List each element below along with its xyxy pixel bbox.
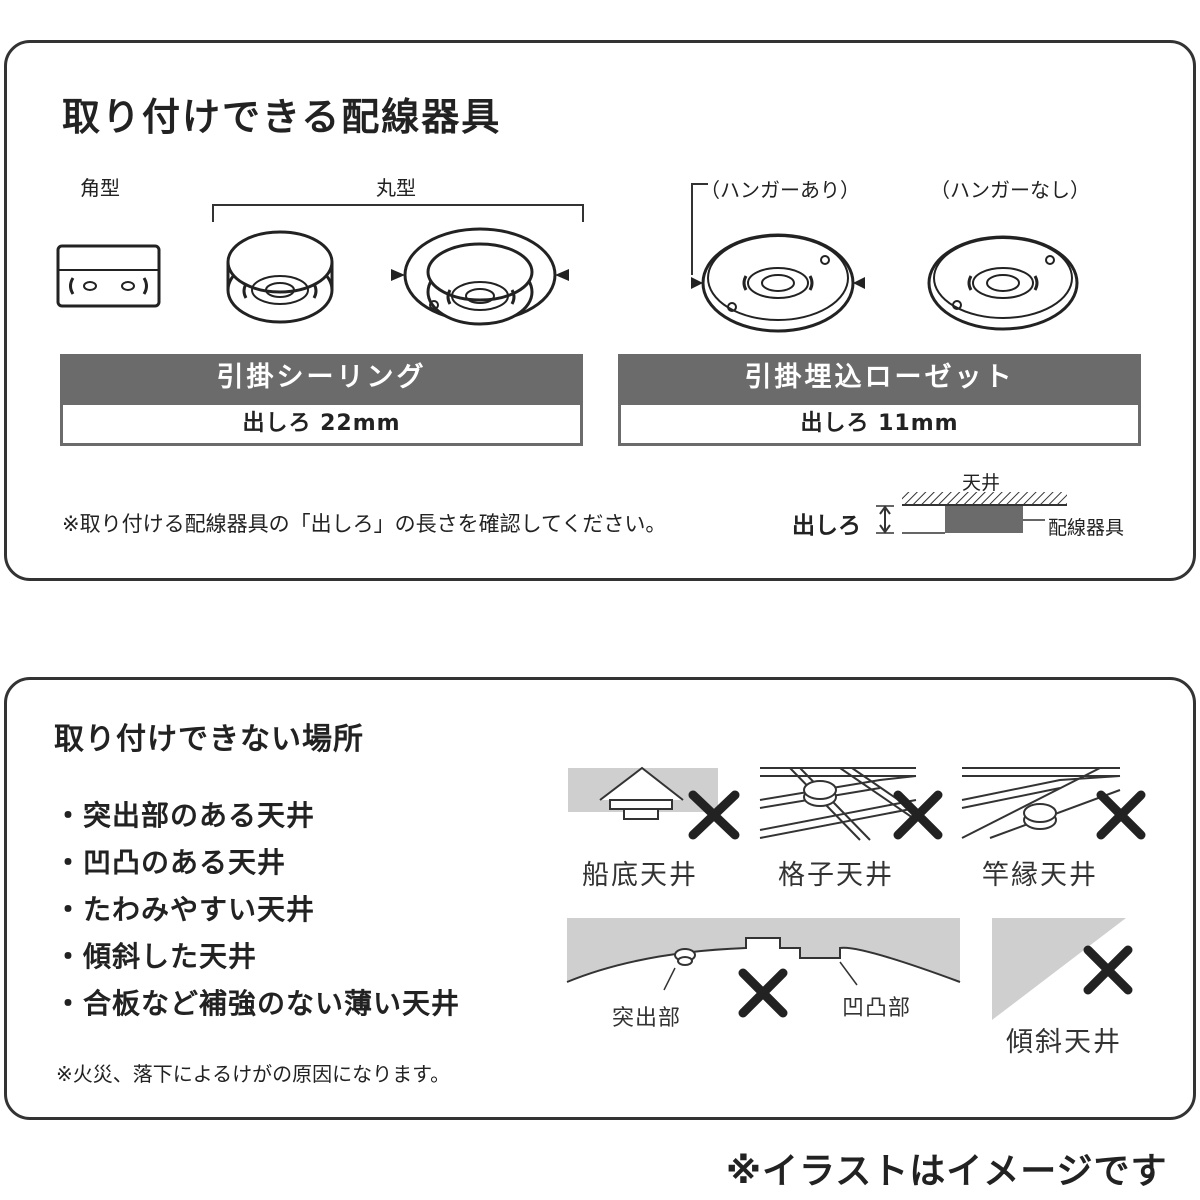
compatible-devices-title: 取り付けできる配線器具 — [62, 95, 502, 139]
protrusion-caption: 突出部 — [612, 1006, 682, 1031]
rosette-with-hanger-icon — [691, 233, 865, 333]
cross-icon — [1096, 790, 1146, 840]
hazard-note: ※火災、落下によるけがの原因になります。 — [56, 1062, 451, 1086]
hook-ceiling-title: 引掛シーリング — [60, 354, 583, 402]
check-depth-note: ※取り付ける配線器具の「出しろ」の長さを確認してください。 — [62, 512, 667, 536]
unsuitable-locations-title: 取り付けできない場所 — [54, 722, 364, 757]
uneven-ceiling-icon — [566, 918, 961, 991]
illustration-disclaimer: ※イラストはイメージです — [726, 1151, 1168, 1192]
embedded-rosette-title: 引掛埋込ローゼット — [618, 354, 1141, 402]
unsuitable-locations-panel — [4, 677, 1196, 1120]
device-diagram-label: 配線器具 — [1048, 517, 1125, 539]
device-illustrations — [56, 183, 1079, 333]
lattice-ceiling-caption: 格子天井 — [778, 860, 894, 891]
small-round-ceiling-device-icon — [226, 230, 334, 324]
without-hanger-label: （ハンガーなし） — [930, 178, 1090, 202]
large-round-ceiling-device-icon — [391, 227, 569, 326]
sloped-ceiling-icon — [992, 918, 1126, 1020]
boat-bottom-ceiling-caption: 船底天井 — [582, 860, 698, 891]
with-hanger-label: （ハンガーあり） — [700, 178, 860, 202]
rod-edge-ceiling-icon — [961, 767, 1121, 839]
list-item: ・凹凸のある天井 — [54, 846, 287, 879]
uneven-caption: 凹凸部 — [842, 996, 912, 1021]
boat-bottom-ceiling-icon — [568, 766, 718, 820]
cross-icon — [1083, 945, 1133, 995]
rosette-without-hanger-icon — [927, 235, 1079, 331]
square-ceiling-device-icon — [56, 244, 161, 308]
list-item: ・合板など補強のない薄い天井 — [54, 987, 461, 1020]
sloped-ceiling-caption: 傾斜天井 — [1006, 1027, 1122, 1058]
list-item: ・傾斜した天井 — [54, 940, 258, 973]
embedded-rosette-depth: 出しろ 11mm — [618, 402, 1141, 446]
hook-ceiling-depth: 出しろ 22mm — [60, 402, 583, 446]
lattice-ceiling-icon — [759, 767, 917, 841]
ceiling-diagram-label: 天井 — [962, 472, 1001, 494]
square-type-label: 角型 — [80, 176, 120, 200]
cross-icon — [688, 790, 740, 840]
depth-diagram — [876, 492, 1067, 534]
list-item: ・突出部のある天井 — [54, 799, 316, 832]
depth-diagram-label: 出しろ — [792, 513, 861, 539]
rod-edge-ceiling-caption: 竿縁天井 — [982, 860, 1098, 891]
list-item: ・たわみやすい天井 — [54, 893, 316, 926]
cross-icon — [738, 968, 788, 1018]
cross-icon — [893, 790, 943, 840]
round-type-label: 丸型 — [376, 176, 416, 200]
